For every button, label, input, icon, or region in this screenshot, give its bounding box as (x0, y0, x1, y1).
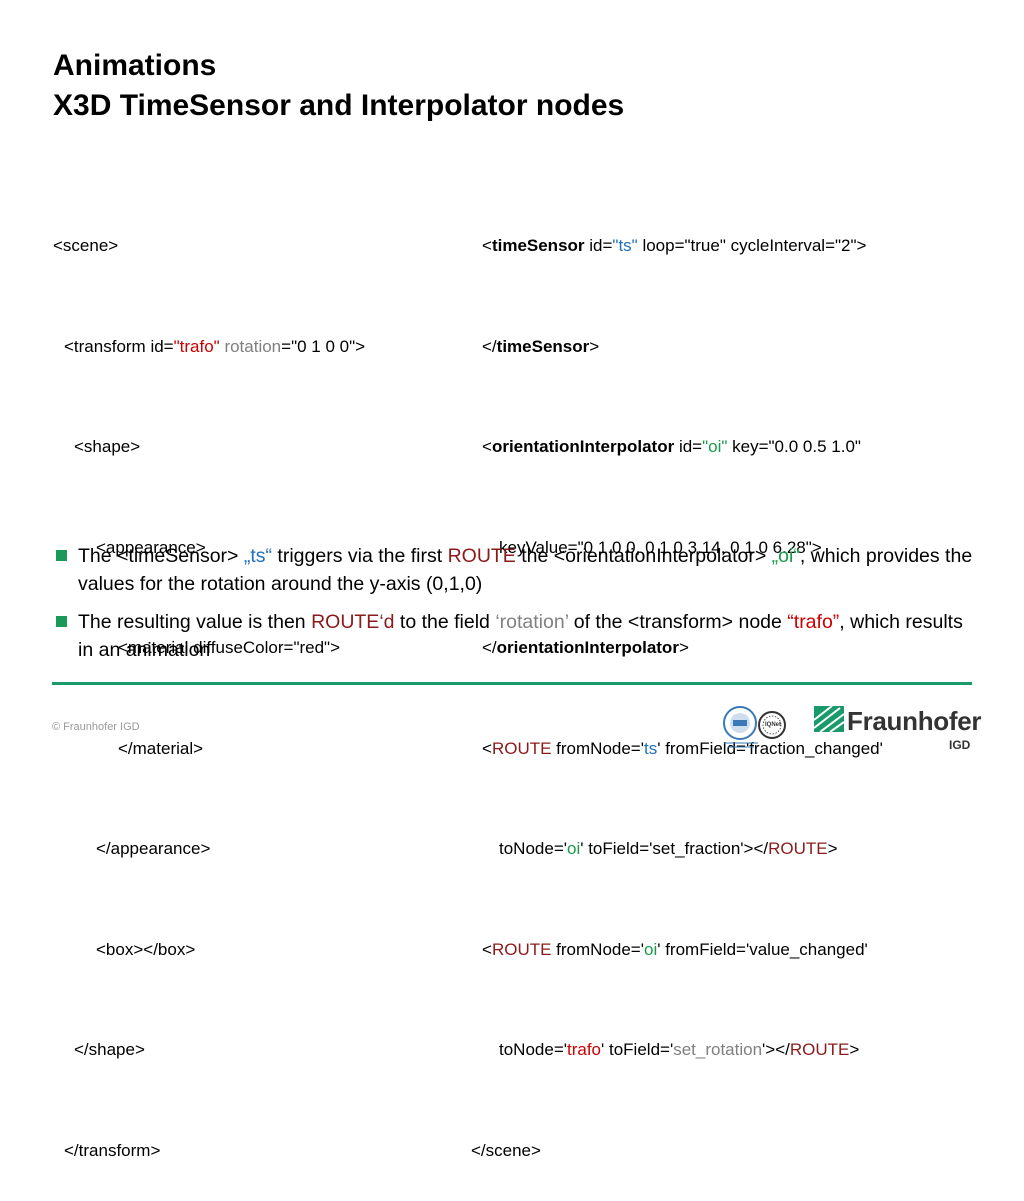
code-line: </scene> (471, 1140, 541, 1160)
code-line: <timeSensor id="ts" loop="true" cycleInt… (482, 236, 867, 255)
code-line: <box></box> (96, 939, 196, 959)
code-line: <appearance> (96, 537, 206, 557)
code-line: <material diffuseColor="red"> (118, 638, 341, 657)
fraunhofer-wordmark: Fraunhofer (847, 706, 982, 736)
slide-title: Animations X3D TimeSensor and Interpolat… (53, 46, 624, 126)
code-line: </shape> (74, 1040, 145, 1059)
title-line-1: Animations (53, 49, 217, 82)
bullet-list: The <timeSensor> „ts“ triggers via the f… (56, 542, 976, 674)
code-line: </timeSensor> (482, 336, 600, 356)
code-line: <scene> (53, 236, 119, 255)
bullet-item: The resulting value is then ROUTE‘d to t… (56, 608, 976, 664)
code-line: </transform> (64, 1140, 161, 1160)
code-line: <transform id="trafo" rotation="0 1 0 0"… (64, 336, 366, 356)
certification-seal-icon (723, 706, 786, 748)
certification-seals: IQNet (720, 703, 790, 756)
code-line: <orientationInterpolator id="oi" key="0.… (482, 437, 861, 456)
bullet-item: The <timeSensor> „ts“ triggers via the f… (56, 542, 976, 598)
footer-divider (52, 682, 972, 685)
title-line-2: X3D TimeSensor and Interpolator nodes (53, 89, 625, 122)
code-line: </appearance> (96, 839, 211, 858)
fraunhofer-logo-icon (814, 706, 844, 732)
code-line: toNode='oi' toField='set_fraction'></ROU… (499, 839, 838, 858)
footer-copyright: © Fraunhofer IGD (52, 721, 140, 733)
code-line: <ROUTE fromNode='oi' fromField='value_ch… (482, 939, 868, 959)
code-line: <ROUTE fromNode='ts' fromField='fraction… (482, 738, 883, 758)
code-line: </material> (118, 738, 204, 758)
code-line: <shape> (74, 437, 141, 456)
bullet-square-icon (56, 616, 67, 627)
code-line: </orientationInterpolator> (482, 638, 689, 657)
seal-label: IQNet (765, 722, 782, 728)
igd-label: IGD (949, 738, 971, 752)
bullet-square-icon (56, 550, 67, 561)
code-line: toNode='trafo' toField='set_rotation'></… (499, 1040, 860, 1059)
code-line: keyValue="0 1 0 0, 0 1 0 3.14, 0 1 0 6.2… (499, 537, 822, 557)
